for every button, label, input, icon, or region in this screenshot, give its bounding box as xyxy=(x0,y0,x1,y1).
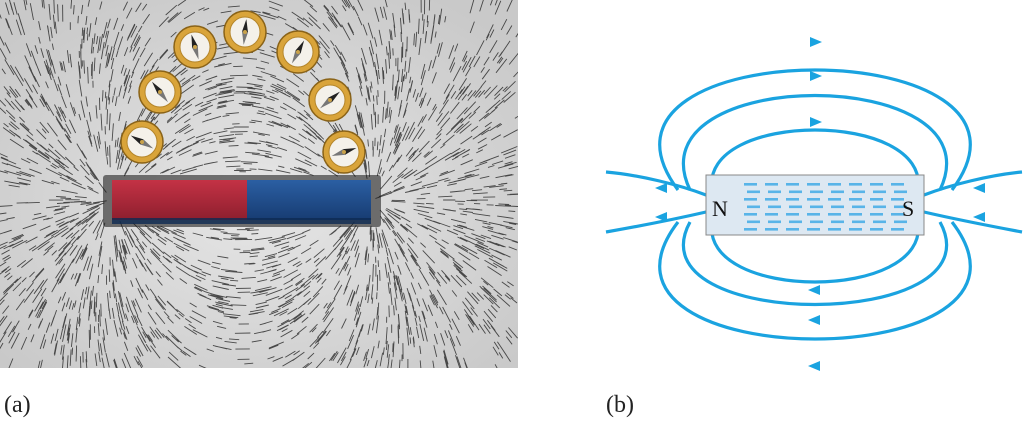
bar-magnet xyxy=(103,175,381,227)
domain-dash xyxy=(807,228,820,231)
field-lines xyxy=(605,37,1023,371)
field-arrow-right-lower xyxy=(973,212,985,222)
field-line-lower xyxy=(710,221,920,284)
field-line-lower xyxy=(681,221,949,306)
magnet-south-half xyxy=(247,180,371,220)
domain-dash xyxy=(828,228,841,231)
domain-dash xyxy=(744,183,757,186)
compass xyxy=(138,70,182,114)
domain-dash xyxy=(891,213,904,216)
domain-dash xyxy=(789,190,802,194)
domain-dash xyxy=(810,190,823,194)
field-arrow-upper xyxy=(810,117,822,127)
domain-dash xyxy=(765,228,778,231)
domain-dash xyxy=(891,228,904,231)
domain-dash xyxy=(768,190,781,194)
compass xyxy=(308,78,352,122)
domain-dash xyxy=(828,183,841,186)
domain-dash xyxy=(744,213,757,216)
domain-dash xyxy=(807,198,820,201)
field-arrow-lower xyxy=(808,285,820,295)
compass xyxy=(322,130,366,174)
domain-dash xyxy=(765,183,778,186)
field-arrow-right-upper xyxy=(973,183,985,193)
domain-dash xyxy=(849,228,862,231)
domain-dash xyxy=(831,220,844,224)
domain-dash xyxy=(789,205,802,209)
domain-dash xyxy=(747,205,760,209)
domain-dash xyxy=(786,213,799,216)
compass xyxy=(120,120,164,164)
field-arrow-left-lower xyxy=(655,212,667,222)
field-arrow-upper xyxy=(810,37,822,47)
magnet-side xyxy=(112,218,371,224)
domain-dash xyxy=(870,183,883,186)
domain-dash xyxy=(747,220,760,224)
caption-b: (b) xyxy=(606,392,634,418)
domain-dash xyxy=(873,190,886,194)
field-line-upper xyxy=(658,68,972,191)
domain-dash xyxy=(828,213,841,216)
south-pole-label: S xyxy=(902,196,914,221)
magnet-north-half xyxy=(112,180,247,220)
domain-dash xyxy=(852,190,865,194)
domain-dash xyxy=(807,213,820,216)
field-line-upper xyxy=(710,128,920,191)
field-arrow-lower xyxy=(808,361,820,371)
domain-dash xyxy=(852,220,865,224)
compass xyxy=(173,25,217,69)
magnet-domain-dashes xyxy=(744,183,907,231)
field-arrow-left-upper xyxy=(655,183,667,193)
domain-dash xyxy=(828,198,841,201)
domain-dash xyxy=(873,205,886,209)
domain-dash xyxy=(768,220,781,224)
field-line-upper xyxy=(681,93,949,191)
diagram-magnet: N S xyxy=(705,174,925,236)
domain-dash xyxy=(849,198,862,201)
domain-dash xyxy=(810,205,823,209)
compass xyxy=(223,10,267,54)
domain-dash xyxy=(768,205,781,209)
domain-dash xyxy=(831,190,844,194)
domain-dash xyxy=(870,228,883,231)
field-line-left-upper xyxy=(605,170,707,197)
domain-dash xyxy=(891,183,904,186)
compasses xyxy=(120,10,366,174)
caption-a: (a) xyxy=(4,392,31,418)
domain-dash xyxy=(744,198,757,201)
domain-dash xyxy=(786,198,799,201)
compass xyxy=(276,30,320,74)
domain-dash xyxy=(894,205,907,209)
domain-dash xyxy=(894,190,907,194)
field-arrow-upper xyxy=(810,71,822,81)
domain-dash xyxy=(891,198,904,201)
field-line-lower xyxy=(658,221,972,341)
domain-dash xyxy=(873,220,886,224)
domain-dash xyxy=(744,228,757,231)
field-line-right-lower xyxy=(923,210,1023,234)
iron-filings-photo xyxy=(0,0,518,368)
field-arrow-lower xyxy=(808,315,820,325)
domain-dash xyxy=(849,213,862,216)
field-line-diagram: N S xyxy=(605,37,1023,371)
domain-dash xyxy=(810,220,823,224)
domain-dash xyxy=(870,198,883,201)
domain-dash xyxy=(747,190,760,194)
field-line-right-upper xyxy=(923,170,1023,197)
domain-dash xyxy=(852,205,865,209)
domain-dash xyxy=(849,183,862,186)
domain-dash xyxy=(786,228,799,231)
domain-dash xyxy=(765,213,778,216)
domain-dash xyxy=(870,213,883,216)
field-line-left-lower xyxy=(605,210,707,234)
north-pole-label: N xyxy=(712,196,728,221)
domain-dash xyxy=(894,220,907,224)
domain-dash xyxy=(807,183,820,186)
domain-dash xyxy=(786,183,799,186)
domain-dash xyxy=(789,220,802,224)
domain-dash xyxy=(831,205,844,209)
domain-dash xyxy=(765,198,778,201)
